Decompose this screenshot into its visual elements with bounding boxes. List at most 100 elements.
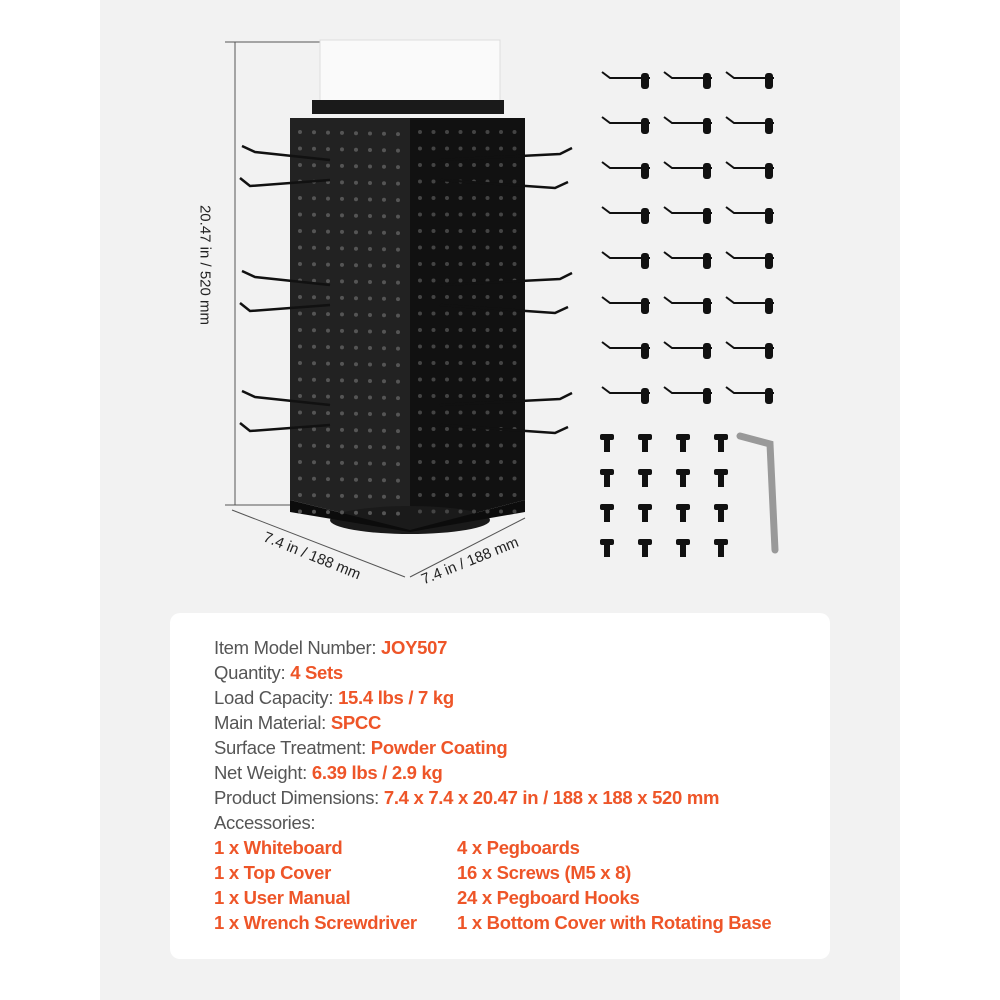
peg-hole [382,280,386,285]
peg-hole [396,396,400,401]
peg-hole [445,130,449,134]
peg-hole [431,229,436,233]
peg-hole [418,427,422,431]
peg-hole [396,330,400,335]
peg-hole [499,179,503,184]
peg-hole [368,230,372,235]
peg-hole [312,229,316,234]
peg-hole [368,164,372,169]
peg-hole [499,196,503,200]
accessory-item: 16 x Screws (M5 x 8) [457,862,631,883]
peg-hole [368,148,372,152]
peg-hole [298,130,302,134]
peg-hole [326,493,330,498]
peg-hole [340,394,344,399]
peg-hole [458,460,463,464]
screw-icon [600,539,614,557]
peg-hole [445,229,449,233]
peg-hole [512,130,517,134]
peg-hole [340,196,344,201]
screw-icon [638,469,652,487]
peg-hole [445,295,449,299]
dimension-lines [225,41,526,578]
hook-icon [241,144,331,162]
peg-hole [512,328,517,332]
peg-hole [512,394,517,398]
peg-hole [485,460,490,464]
pegboard-hook-icon [601,251,650,269]
peg-hole [340,378,344,383]
spec-load: Load Capacity: 15.4 lbs / 7 kg [214,685,771,710]
spec-material: Main Material: SPCC [214,710,771,735]
peg-hole [512,377,517,382]
peg-hole [485,476,490,481]
peg-hole [298,245,302,250]
peg-hole [499,361,503,365]
pegboard-hook-icon [725,296,774,314]
spec-value: SPCC [330,712,382,733]
peg-hole [326,460,330,465]
peg-hole [445,163,449,167]
peg-hole [354,510,358,515]
pegboard-hook-icon [601,296,650,314]
peg-hole [499,146,503,151]
peg-hole [431,361,436,365]
peg-hole [485,410,490,415]
pegboard-hook-icon [601,341,650,359]
peg-hole [499,394,503,398]
peg-hole [418,344,422,349]
peg-hole [312,493,316,498]
accessory-item: 1 x Whiteboard [214,837,343,858]
peg-hole [326,477,330,482]
peg-hole [312,394,316,399]
hook-icon [439,271,573,287]
peg-hole [458,476,463,481]
peg-hole [431,311,436,316]
peg-hole [368,362,372,367]
peg-hole [382,230,386,235]
peg-hole [431,460,436,464]
pegboard-hook-icon [725,341,774,359]
peg-hole [326,328,330,333]
pegboard-hook-icon [663,296,712,314]
peg-hole [485,443,490,448]
peg-hole [512,179,517,184]
peg-hole [368,280,372,284]
peg-hole [485,245,490,250]
screw-icon [714,434,728,452]
spec-value: 15.4 lbs / 7 kg [338,687,454,708]
peg-hole [458,163,463,167]
peg-hole [312,196,316,201]
peg-hole [431,130,436,134]
peg-hole [396,313,400,318]
peg-hole [458,245,463,250]
pegboard-hook-icon [725,386,774,404]
peg-hole [499,377,503,382]
peg-hole [368,379,372,383]
peg-hole [472,229,476,233]
peg-hole [382,346,386,351]
peg-hole [418,163,422,167]
peg-hole [368,313,372,317]
peg-hole [445,394,449,398]
peg-hole [312,509,316,514]
peg-hole [340,147,344,152]
peg-hole [485,229,490,233]
peg-hole [418,493,422,497]
peg-hole [485,163,490,167]
pegboard-hook-icon [663,341,712,359]
accessory-item: 1 x User Manual [214,887,351,908]
spec-value: JOY507 [381,637,448,658]
peg-hole [472,410,476,415]
peg-hole [298,196,302,200]
peg-hole [396,478,400,483]
peg-hole [368,181,372,185]
peg-hole [431,196,436,200]
peg-hole [368,197,372,202]
peg-hole [472,163,476,167]
peg-hole [368,329,372,334]
peg-hole [499,163,503,167]
peg-hole [499,476,503,481]
peg-hole [354,428,358,433]
spec-weight: Net Weight: 6.39 lbs / 2.9 kg [214,760,771,785]
